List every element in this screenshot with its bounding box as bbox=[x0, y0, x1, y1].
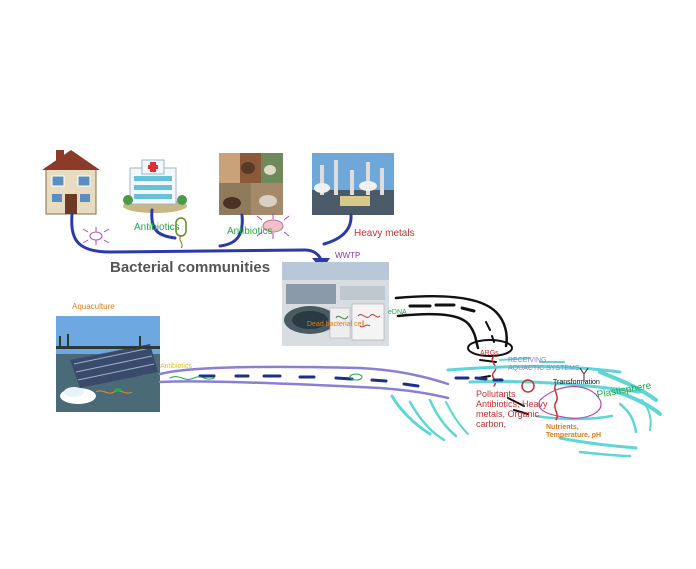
bacteria-sketch bbox=[82, 213, 290, 245]
water-items bbox=[454, 367, 602, 421]
antibiotics-hospital-label: Antibiotics bbox=[134, 222, 180, 233]
effluent-pipe bbox=[394, 294, 513, 387]
diagram-title: Bacterial communities bbox=[110, 259, 271, 276]
bacterium-rod-sketch bbox=[175, 217, 187, 249]
receiving-systems-label: RECEIVING AQUACTIC SYSTEMS bbox=[508, 357, 580, 372]
house-icon bbox=[42, 150, 100, 215]
pollutants-label: Pollutants Antibiotics, Heavy metals, Or… bbox=[476, 389, 548, 429]
hospital-icon bbox=[123, 159, 187, 213]
antibiotics-livestock-label: Antibiotics bbox=[227, 226, 273, 237]
aquaculture-photo bbox=[56, 316, 160, 412]
nutrients-label: Nutrients, Temperature, pH bbox=[546, 424, 602, 439]
wwtp-photo bbox=[282, 262, 389, 346]
dead-bacterial-cell-label: Dead bacterial cell bbox=[307, 321, 365, 328]
edna-label: eDNA bbox=[388, 309, 407, 316]
livestock-photo bbox=[219, 153, 283, 215]
heavy-metals-label: Heavy metals bbox=[354, 228, 415, 239]
industry-photo bbox=[312, 153, 394, 215]
aquaculture-label: Aquaculture bbox=[72, 302, 115, 311]
wwtp-label: WWTP bbox=[335, 251, 361, 260]
aquaculture-discharge-pipe bbox=[158, 365, 450, 400]
transformation-label: Transformation bbox=[553, 379, 600, 386]
receiving-water-sketch bbox=[390, 357, 662, 458]
args-label: ARGs bbox=[480, 350, 499, 357]
collector-pipes bbox=[70, 208, 353, 264]
aquaculture-antibiotics-label: Antibiotics bbox=[160, 363, 192, 370]
